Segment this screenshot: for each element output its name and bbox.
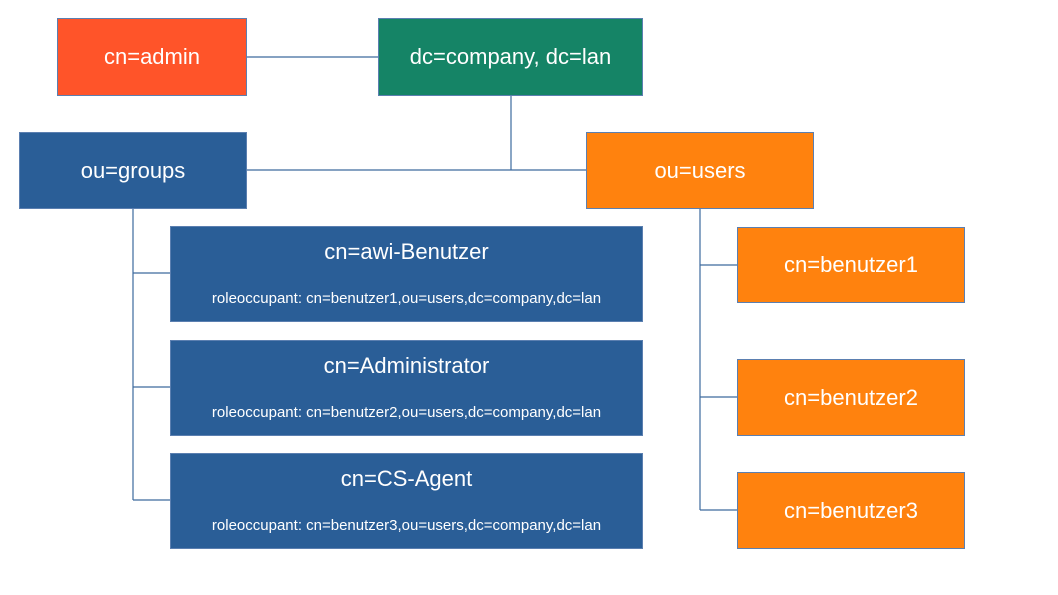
node-users: ou=users [586, 132, 814, 209]
node-admin: cn=admin [57, 18, 247, 96]
group-roleoccupant: roleoccupant: cn=benutzer1,ou=users,dc=c… [211, 290, 602, 307]
user-label: cn=benutzer3 [784, 497, 918, 523]
group-title: cn=CS-Agent [340, 466, 473, 491]
node-users-label: ou=users [654, 157, 746, 183]
node-groups-label: ou=groups [80, 157, 186, 183]
group-title: cn=Administrator [323, 353, 490, 378]
node-root-label: dc=company, dc=lan [409, 44, 612, 69]
node-user-benutzer1: cn=benutzer1 [737, 227, 965, 303]
node-group-cs-agent: cn=CS-Agent roleoccupant: cn=benutzer3,o… [170, 453, 643, 549]
group-roleoccupant: roleoccupant: cn=benutzer3,ou=users,dc=c… [211, 517, 602, 534]
group-title: cn=awi-Benutzer [324, 239, 489, 264]
user-label: cn=benutzer2 [784, 384, 918, 410]
group-roleoccupant: roleoccupant: cn=benutzer2,ou=users,dc=c… [211, 404, 602, 421]
node-group-awi-benutzer: cn=awi-Benutzer roleoccupant: cn=benutze… [170, 226, 643, 322]
node-groups: ou=groups [19, 132, 247, 209]
node-group-administrator: cn=Administrator roleoccupant: cn=benutz… [170, 340, 643, 436]
node-admin-label: cn=admin [103, 44, 200, 69]
node-root: dc=company, dc=lan [378, 18, 643, 96]
node-user-benutzer3: cn=benutzer3 [737, 472, 965, 549]
user-label: cn=benutzer1 [784, 252, 918, 277]
node-user-benutzer2: cn=benutzer2 [737, 359, 965, 436]
